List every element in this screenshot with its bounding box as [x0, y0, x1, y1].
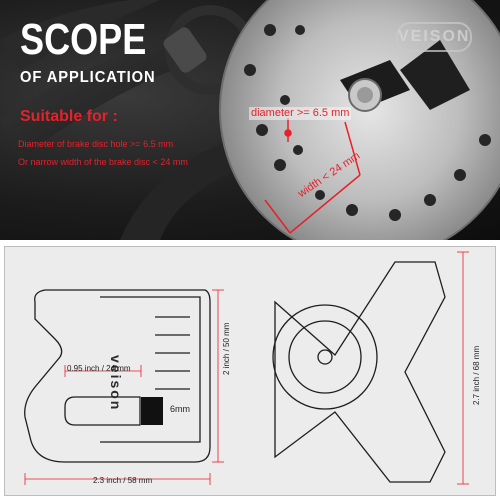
- requirements-heading: Suitable for :: [20, 108, 118, 125]
- outer-width-label: 2.3 inch / 58 mm: [93, 476, 153, 485]
- pin-size-label: 6mm: [170, 404, 190, 414]
- application-photo: SCOPE OF APPLICATION VEISON Suitable for…: [0, 0, 500, 240]
- diameter-label: diameter >= 6.5 mm: [249, 107, 352, 120]
- front-height-label: 2 inch / 50 mm: [222, 322, 231, 375]
- lock-drawing: [24, 251, 469, 485]
- brand-logo: VEISON: [396, 22, 472, 52]
- requirement-item: Or narrow width of the brake disc < 24 m…: [18, 157, 188, 167]
- dimension-diagram: veison 0.95 inch / 24 mm 6mm 2.3 inch / …: [4, 246, 496, 496]
- inner-width-label: 0.95 inch / 24 mm: [67, 364, 131, 373]
- front-view: [24, 289, 211, 463]
- front-dimension-lines: [24, 289, 224, 485]
- side-dimension-lines: [457, 251, 469, 485]
- requirement-item: Diameter of brake disc hole >= 6.5 mm: [18, 139, 174, 149]
- brake-disc-illustration: [0, 0, 500, 240]
- side-view: [272, 261, 446, 483]
- side-height-label: 2.7 inch / 68 mm: [472, 345, 481, 405]
- page-subtitle: OF APPLICATION: [20, 69, 156, 86]
- pin: [141, 397, 163, 425]
- page-title: SCOPE: [20, 15, 147, 64]
